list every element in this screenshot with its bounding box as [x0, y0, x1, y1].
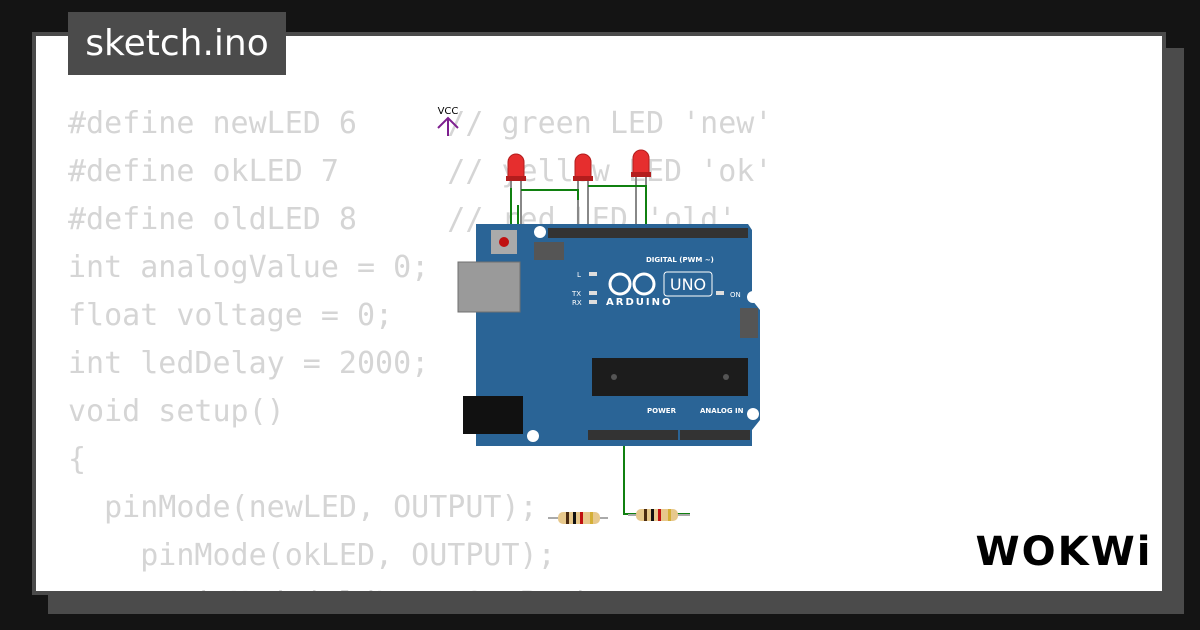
file-tab[interactable]: sketch.ino — [68, 12, 286, 75]
board-model: UNO — [670, 275, 706, 294]
vcc-symbol: VCC — [437, 106, 459, 136]
led-rx-label: RX — [572, 299, 582, 307]
led-yellow[interactable] — [573, 153, 593, 230]
wokwi-logo: WOKWi — [975, 529, 1153, 575]
resistor[interactable] — [548, 512, 608, 524]
on-label: ON — [730, 291, 741, 299]
code-line: pinMode(oldLED, OUTPUT); — [68, 580, 772, 591]
digital-header — [548, 228, 748, 238]
code-line: { — [68, 442, 87, 477]
led-green[interactable] — [506, 153, 526, 230]
arduino-uno-board[interactable]: DIGITAL (PWM ~) ARDUINO UNO ON L TX RX P… — [457, 224, 760, 446]
arduino-logo-icon — [608, 272, 656, 296]
code-line: float voltage = 0; — [68, 298, 394, 333]
resistor[interactable] — [628, 509, 690, 521]
led-tx-label: TX — [571, 290, 581, 298]
led-l-label: L — [577, 271, 581, 279]
code-line: #define newLED 6 // green LED 'new' — [68, 106, 773, 141]
code-line: void setup() — [68, 394, 285, 429]
code-line: pinMode(okLED, OUTPUT); — [68, 538, 556, 573]
led-red[interactable] — [631, 149, 651, 230]
vcc-label: VCC — [438, 106, 459, 117]
microcontroller-chip — [592, 358, 748, 396]
analog-header — [680, 430, 750, 440]
code-line: pinMode(newLED, OUTPUT); — [68, 490, 538, 525]
digital-label: DIGITAL (PWM ~) — [646, 256, 714, 264]
code-line: int analogValue = 0; — [68, 250, 430, 285]
power-label: POWER — [647, 407, 677, 415]
analog-label: ANALOG IN — [700, 407, 744, 415]
code-line: int ledDelay = 2000; — [68, 346, 430, 381]
arduino-brand: ARDUINO — [606, 297, 672, 308]
power-header — [588, 430, 678, 440]
